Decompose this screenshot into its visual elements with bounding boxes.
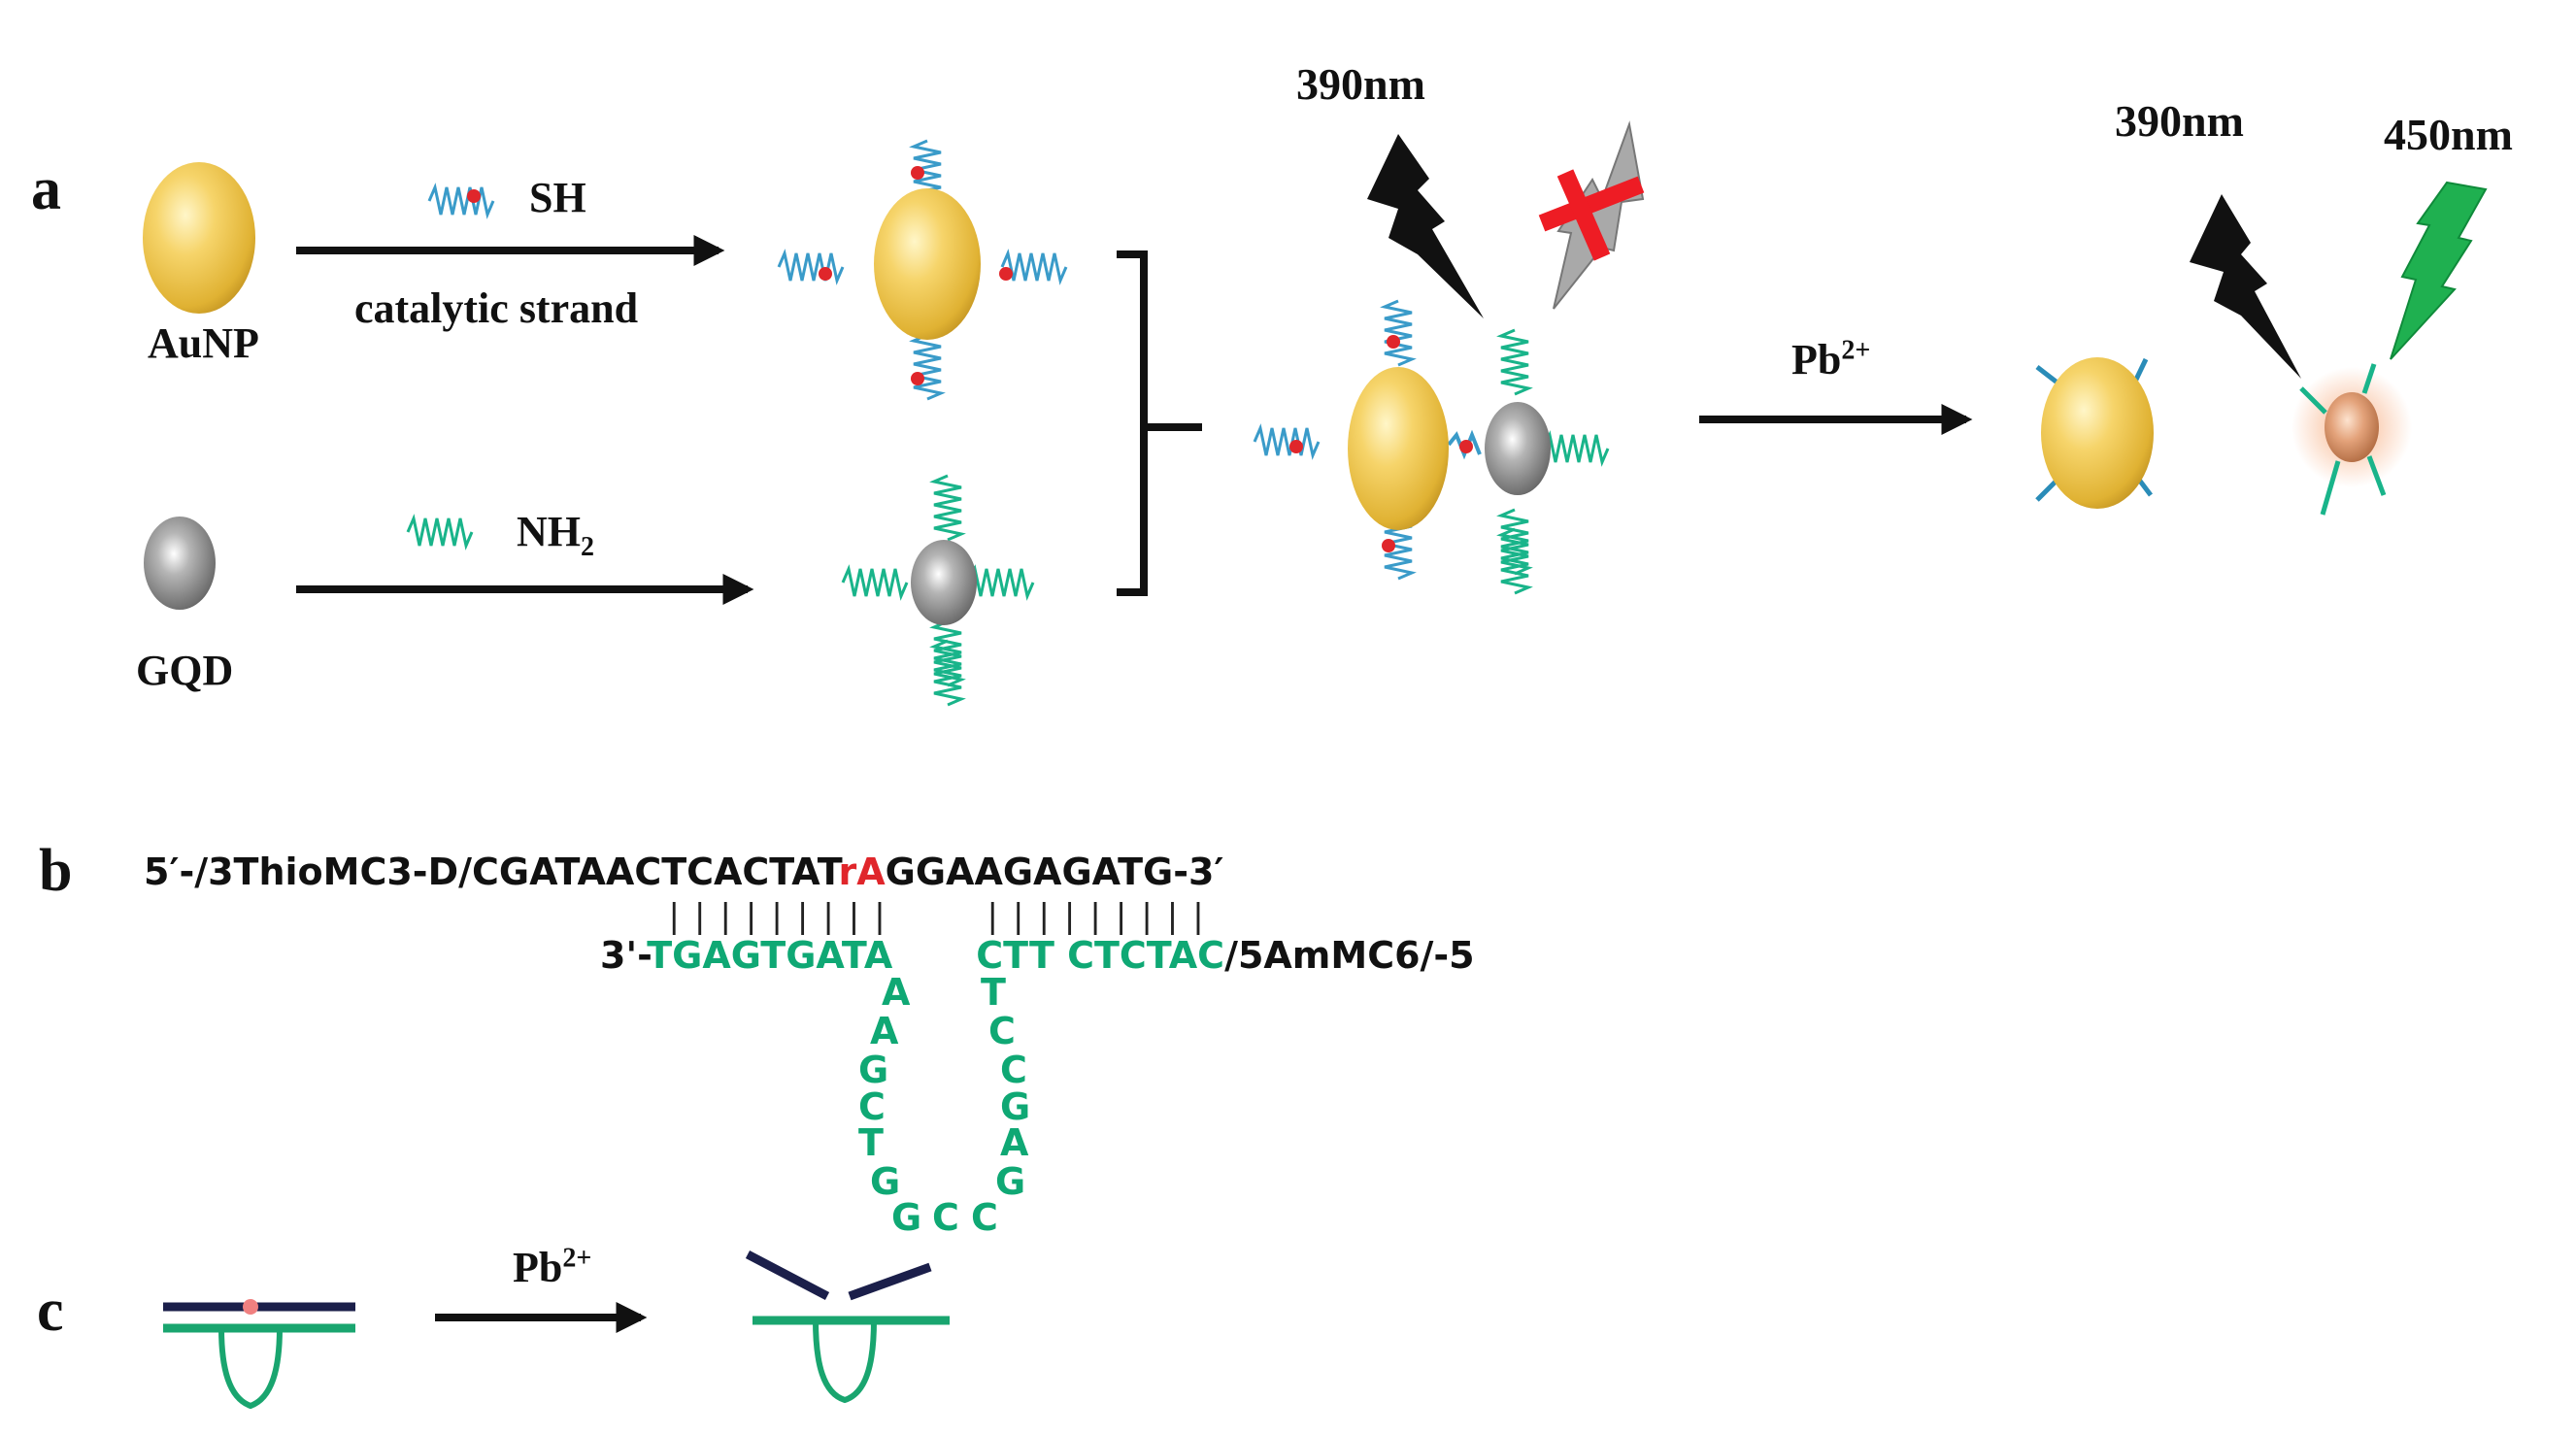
- catalytic-strand-sequence: 5′-/3ThioMC3-D/CGATAACTCACTATrAGGAAGAGAT…: [144, 850, 1223, 893]
- released-gqd-fluorescent: [2292, 363, 2412, 516]
- excitation-bolt-icon: [1367, 134, 1484, 318]
- cleavage-site-dot: [467, 189, 481, 203]
- combine-bracket: [1117, 250, 1202, 596]
- pb-ion-symbol: Pb: [1791, 336, 1842, 384]
- panel-label-a: a: [31, 156, 61, 222]
- loop-base: A: [882, 971, 911, 1014]
- functionalized-gqd: [841, 474, 1035, 707]
- cleaved-duplex-icon: [745, 1251, 950, 1404]
- catalytic-strand-icon: [427, 185, 495, 217]
- loop-base: C: [971, 1196, 998, 1239]
- loop-base: G: [1000, 1085, 1031, 1128]
- combined-strand-icon: [406, 517, 474, 548]
- rA-cleavage-site: rA: [838, 850, 886, 893]
- base-pair-ticks-left: |||||||||: [664, 897, 896, 936]
- combined-strand-terminal-main: NH: [517, 508, 581, 555]
- loop-base: C: [932, 1196, 959, 1239]
- emission-wavelength-label: 450nm: [2384, 110, 2513, 159]
- combined-strand-terminal-sub: 2: [581, 531, 594, 562]
- loop-base: G: [870, 1160, 901, 1203]
- gqd-sphere: [144, 517, 216, 610]
- catalytic-sequence-suffix: GGAAGAGATG-3′: [885, 850, 1224, 893]
- gqd-label: GQD: [136, 647, 234, 694]
- emission-bolt-icon: [2390, 181, 2488, 360]
- combined-strand-sequence: 3'-TGAGTGATA CTT CTCTAC/5AmMC6/-5: [600, 934, 1475, 977]
- panel-label-b: b: [39, 838, 73, 904]
- catalytic-strand-terminal: SH: [529, 174, 586, 221]
- no-emission-x-icon: [1538, 169, 1645, 261]
- catalytic-strand-label: catalytic strand: [354, 284, 639, 332]
- combined-sequence-prefix: 3'-: [600, 934, 648, 977]
- aunp-gqd-conjugate: [1253, 299, 1610, 595]
- loop-base: G: [995, 1160, 1026, 1203]
- pb-ion-charge: 2+: [1841, 335, 1871, 366]
- pb-ion-charge-c: 2+: [562, 1243, 592, 1274]
- excitation-wavelength-label: 390nm: [1296, 59, 1425, 109]
- loop-base: T: [981, 971, 1006, 1014]
- loop-base: C: [858, 1085, 886, 1128]
- combined-sequence-suffix: /5AmMC6/-5: [1224, 934, 1475, 977]
- released-aunp: [2035, 357, 2154, 509]
- loop-base: A: [870, 1010, 899, 1052]
- combined-left-arm: TGAGTGATA: [647, 934, 893, 977]
- quenched-emission-bolt-icon: [1553, 120, 1645, 310]
- loop-base: T: [858, 1121, 884, 1164]
- pb-ion-label-c: Pb2+: [513, 1243, 591, 1292]
- functionalized-aunp: [777, 139, 1068, 401]
- panel-label-c: c: [37, 1278, 64, 1344]
- pb-ion-label: Pb2+: [1791, 335, 1870, 384]
- aunp-sphere: [143, 162, 255, 314]
- base-pair-ticks-right: |||||||||: [983, 897, 1215, 936]
- combined-right-arm: CTT CTCTAC: [976, 934, 1225, 977]
- substrate-enzyme-duplex-icon: [163, 1299, 355, 1410]
- excitation-wavelength-label-2: 390nm: [2115, 96, 2244, 146]
- excitation-bolt-icon-2: [2190, 194, 2301, 379]
- loop-base: G: [891, 1196, 922, 1239]
- loop-base: C: [988, 1010, 1016, 1052]
- loop-base: C: [1000, 1049, 1027, 1091]
- aunp-label: AuNP: [148, 319, 259, 367]
- combined-strand-terminal: NH2: [517, 507, 594, 563]
- catalytic-sequence-prefix: 5′-/3ThioMC3-D/CGATAACTCACTAT: [144, 850, 839, 893]
- loop-base: G: [858, 1049, 889, 1091]
- loop-base: A: [1000, 1121, 1029, 1164]
- pb-ion-symbol-c: Pb: [513, 1244, 563, 1291]
